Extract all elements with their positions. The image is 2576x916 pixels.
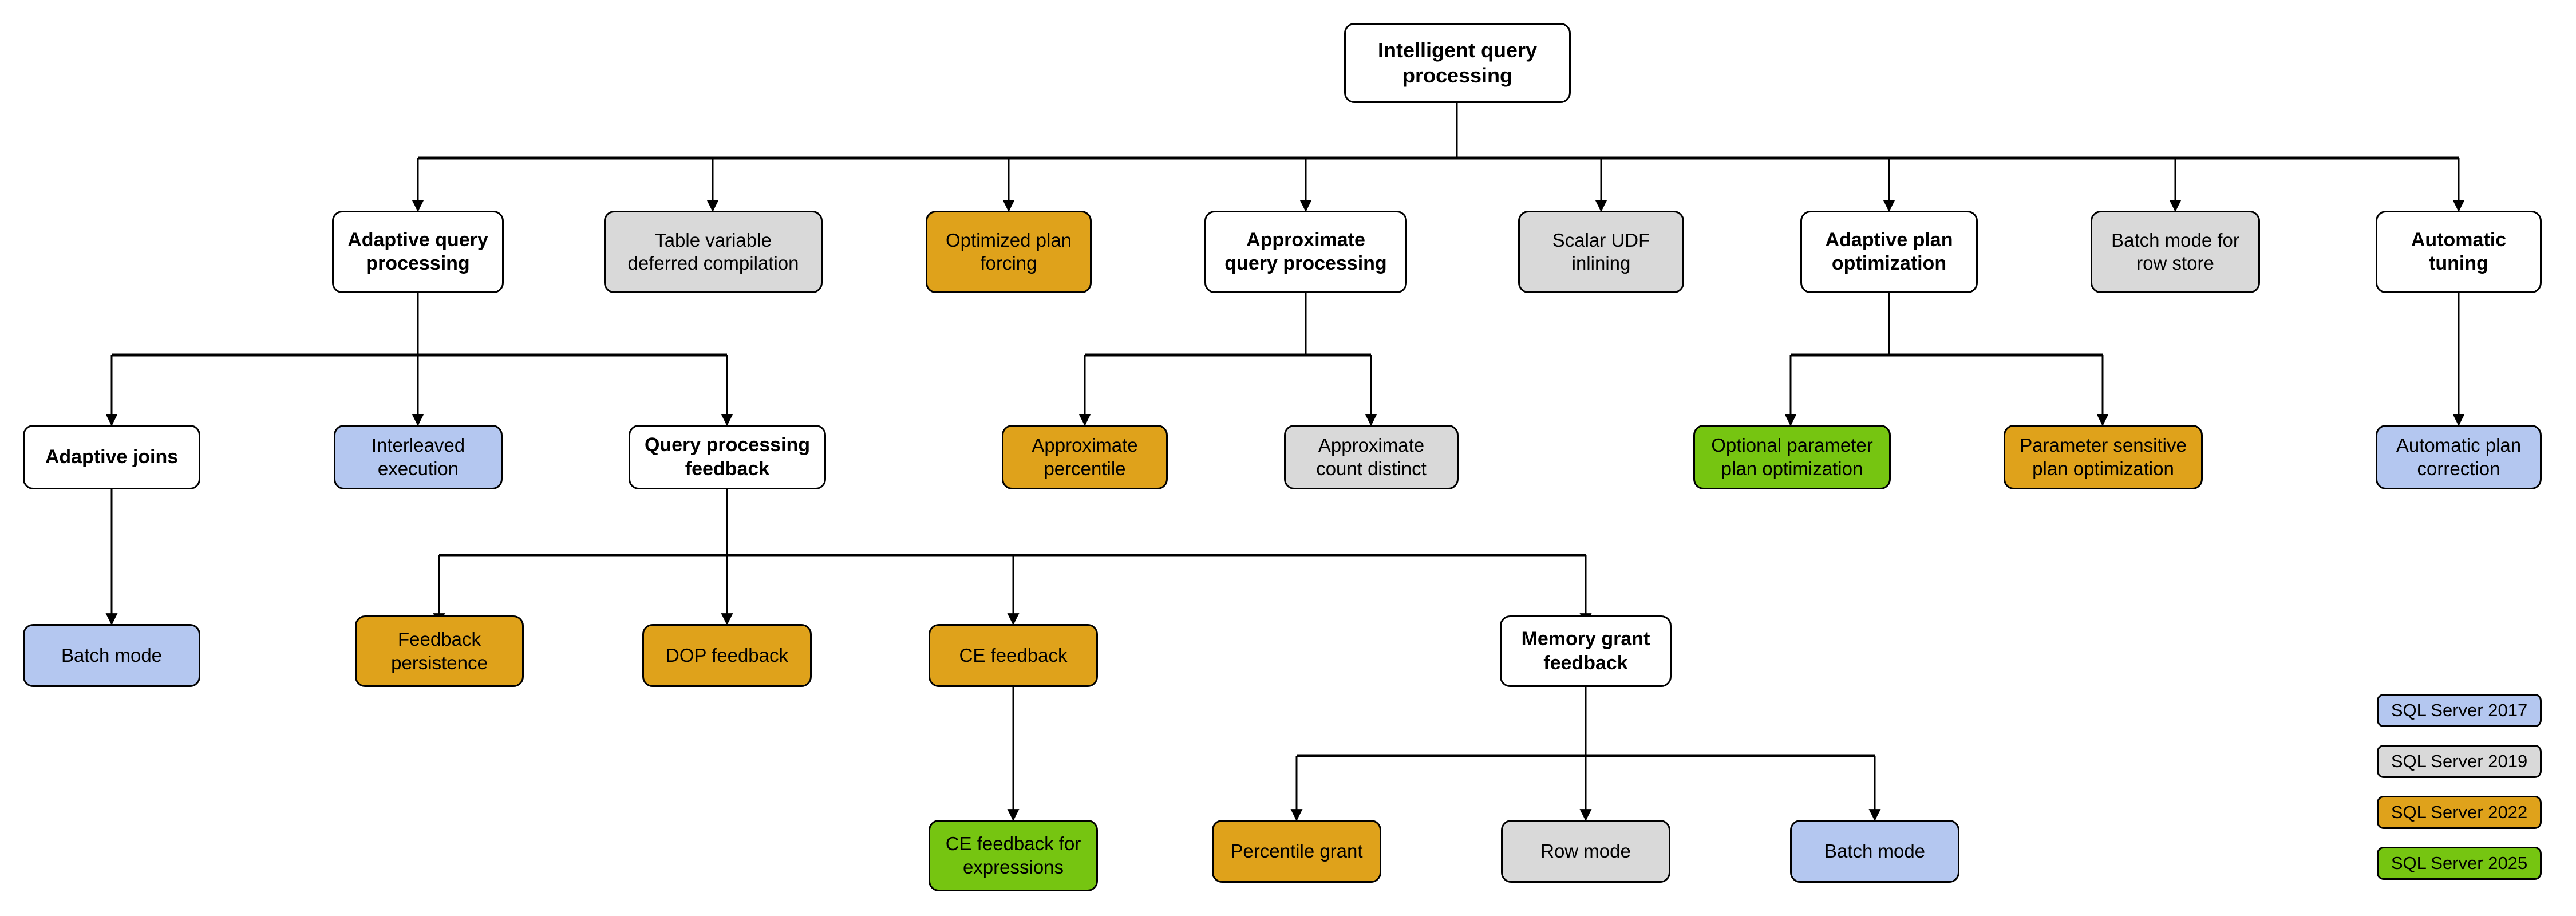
node-approximate-query-processing[interactable]: Approximate query processing xyxy=(1204,211,1407,293)
node-dop-feedback[interactable]: DOP feedback xyxy=(642,624,812,687)
node-label: Row mode xyxy=(1540,840,1631,862)
node-query-processing-feedback[interactable]: Query processing feedback xyxy=(629,425,826,489)
node-label: Batch mode xyxy=(1824,840,1926,862)
node-optional-parameter-plan-optimization[interactable]: Optional parameter plan optimization xyxy=(1693,425,1891,489)
node-label: Automatic tuning xyxy=(2411,228,2507,274)
node-optimized-plan-forcing[interactable]: Optimized plan forcing xyxy=(926,211,1092,293)
legend-label: SQL Server 2019 xyxy=(2391,751,2528,771)
node-row-mode[interactable]: Row mode xyxy=(1501,820,1670,883)
node-intelligent-query-processing[interactable]: Intelligent query processing xyxy=(1344,23,1571,103)
node-label: Feedback persistence xyxy=(391,629,488,673)
node-approximate-percentile[interactable]: Approximate percentile xyxy=(1002,425,1168,489)
node-label: Query processing feedback xyxy=(644,434,811,480)
node-approximate-count-distinct[interactable]: Approximate count distinct xyxy=(1284,425,1459,489)
node-label: Interleaved execution xyxy=(371,435,465,479)
node-batch-mode-for-row-store[interactable]: Batch mode for row store xyxy=(2091,211,2260,293)
node-label: Intelligent query processing xyxy=(1377,38,1538,87)
node-adaptive-joins[interactable]: Adaptive joins xyxy=(23,425,200,489)
node-label: Memory grant feedback xyxy=(1521,628,1650,674)
node-label: CE feedback for expressions xyxy=(945,833,1081,878)
node-batch-mode-adaptive-joins[interactable]: Batch mode xyxy=(23,624,200,687)
node-interleaved-execution[interactable]: Interleaved execution xyxy=(334,425,503,489)
legend-item-sql-server-2022[interactable]: SQL Server 2022 xyxy=(2377,796,2542,829)
legend-label: SQL Server 2017 xyxy=(2391,700,2528,720)
node-ce-feedback-for-expressions[interactable]: CE feedback for expressions xyxy=(929,820,1098,891)
node-ce-feedback[interactable]: CE feedback xyxy=(929,624,1098,687)
node-scalar-udf-inlining[interactable]: Scalar UDF inlining xyxy=(1518,211,1684,293)
node-feedback-persistence[interactable]: Feedback persistence xyxy=(355,615,524,687)
node-label: Approximate query processing xyxy=(1224,228,1387,274)
node-label: Optional parameter plan optimization xyxy=(1711,435,1873,479)
node-label: Batch mode for row store xyxy=(2111,229,2239,274)
legend-item-sql-server-2025[interactable]: SQL Server 2025 xyxy=(2377,847,2542,880)
node-percentile-grant[interactable]: Percentile grant xyxy=(1212,820,1381,883)
legend-item-sql-server-2019[interactable]: SQL Server 2019 xyxy=(2377,745,2542,778)
node-label: Automatic plan correction xyxy=(2396,435,2522,479)
legend-label: SQL Server 2025 xyxy=(2391,853,2528,873)
node-label: Approximate percentile xyxy=(1032,435,1138,479)
node-automatic-plan-correction[interactable]: Automatic plan correction xyxy=(2376,425,2542,489)
node-label: DOP feedback xyxy=(665,644,789,666)
node-label: Batch mode xyxy=(61,644,163,666)
node-memory-grant-feedback[interactable]: Memory grant feedback xyxy=(1500,615,1672,687)
node-label: Percentile grant xyxy=(1230,840,1363,862)
node-label: Adaptive plan optimization xyxy=(1825,228,1953,274)
node-automatic-tuning[interactable]: Automatic tuning xyxy=(2376,211,2542,293)
legend-item-sql-server-2017[interactable]: SQL Server 2017 xyxy=(2377,694,2542,727)
node-label: Parameter sensitive plan optimization xyxy=(2020,435,2187,479)
node-label: Adaptive query processing xyxy=(347,228,488,274)
node-adaptive-query-processing[interactable]: Adaptive query processing xyxy=(332,211,504,293)
node-adaptive-plan-optimization[interactable]: Adaptive plan optimization xyxy=(1800,211,1978,293)
node-label: Optimized plan forcing xyxy=(945,229,1072,274)
node-label: Approximate count distinct xyxy=(1316,435,1427,479)
node-label: Table variable deferred compilation xyxy=(627,229,799,274)
node-label: Adaptive joins xyxy=(45,445,179,468)
node-label: Scalar UDF inlining xyxy=(1552,229,1650,274)
node-parameter-sensitive-plan-optimization[interactable]: Parameter sensitive plan optimization xyxy=(2004,425,2203,489)
node-batch-mode-memory-grant[interactable]: Batch mode xyxy=(1790,820,1959,883)
node-label: CE feedback xyxy=(959,644,1068,666)
node-table-variable-deferred-compilation[interactable]: Table variable deferred compilation xyxy=(604,211,823,293)
legend-label: SQL Server 2022 xyxy=(2391,802,2528,822)
